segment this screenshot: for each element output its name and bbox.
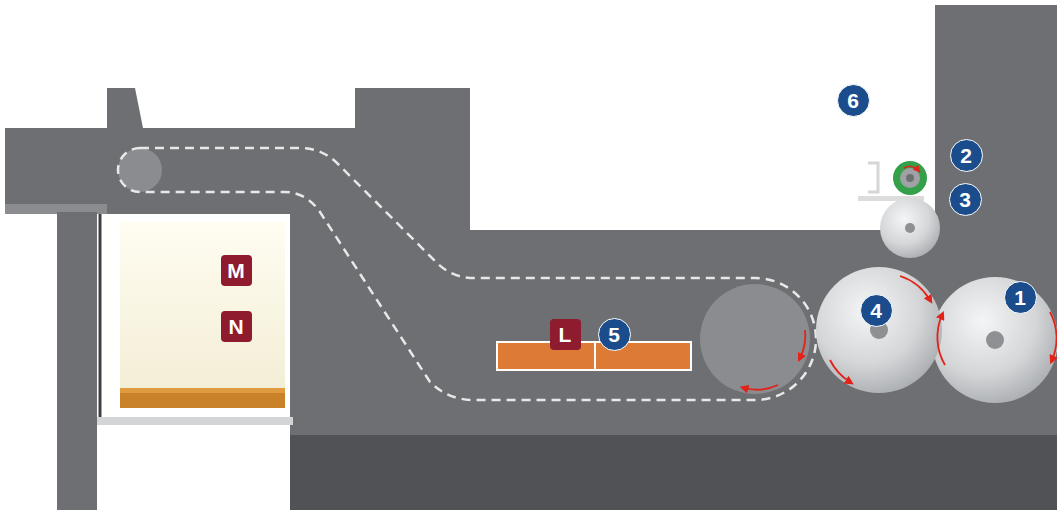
callout-number: 2 (950, 139, 983, 172)
rotation-arrow (904, 166, 918, 170)
rotation-arrow (1050, 312, 1057, 360)
rotation-arrow (900, 276, 930, 300)
part-letter: M (221, 255, 252, 286)
green-roller-axle (906, 174, 914, 182)
delivery-drum (700, 284, 810, 394)
rotation-arrow (800, 330, 805, 358)
clamp (868, 163, 878, 192)
callout-number: 5 (598, 318, 631, 351)
pile-board (120, 388, 285, 408)
part-letter: L (550, 319, 581, 350)
paper-pile (120, 222, 285, 388)
green-roller-core (900, 168, 920, 188)
callout-number: 1 (1004, 281, 1037, 314)
rotation-arrow (937, 315, 945, 365)
callout-number: 6 (837, 84, 870, 117)
pile-chain (99, 214, 102, 418)
roller (880, 198, 940, 258)
machine-frame (5, 5, 1057, 435)
part-letter: N (221, 311, 252, 342)
machine-base (290, 435, 1057, 510)
callout-number: 4 (860, 294, 893, 327)
delivery-opening (105, 214, 290, 418)
delivery-post (57, 212, 97, 510)
rotation-arrow (830, 360, 850, 382)
cylinder-axle (986, 331, 1004, 349)
roller-axle (905, 223, 915, 233)
pile-board-edge (120, 388, 285, 393)
pile-plate (97, 417, 293, 425)
delivery-chain-path (118, 148, 816, 400)
green-roller (893, 161, 927, 195)
callout-number: 3 (949, 183, 982, 216)
cylinder (816, 267, 942, 393)
cylinder (932, 277, 1057, 403)
rotation-arrow (744, 385, 778, 390)
